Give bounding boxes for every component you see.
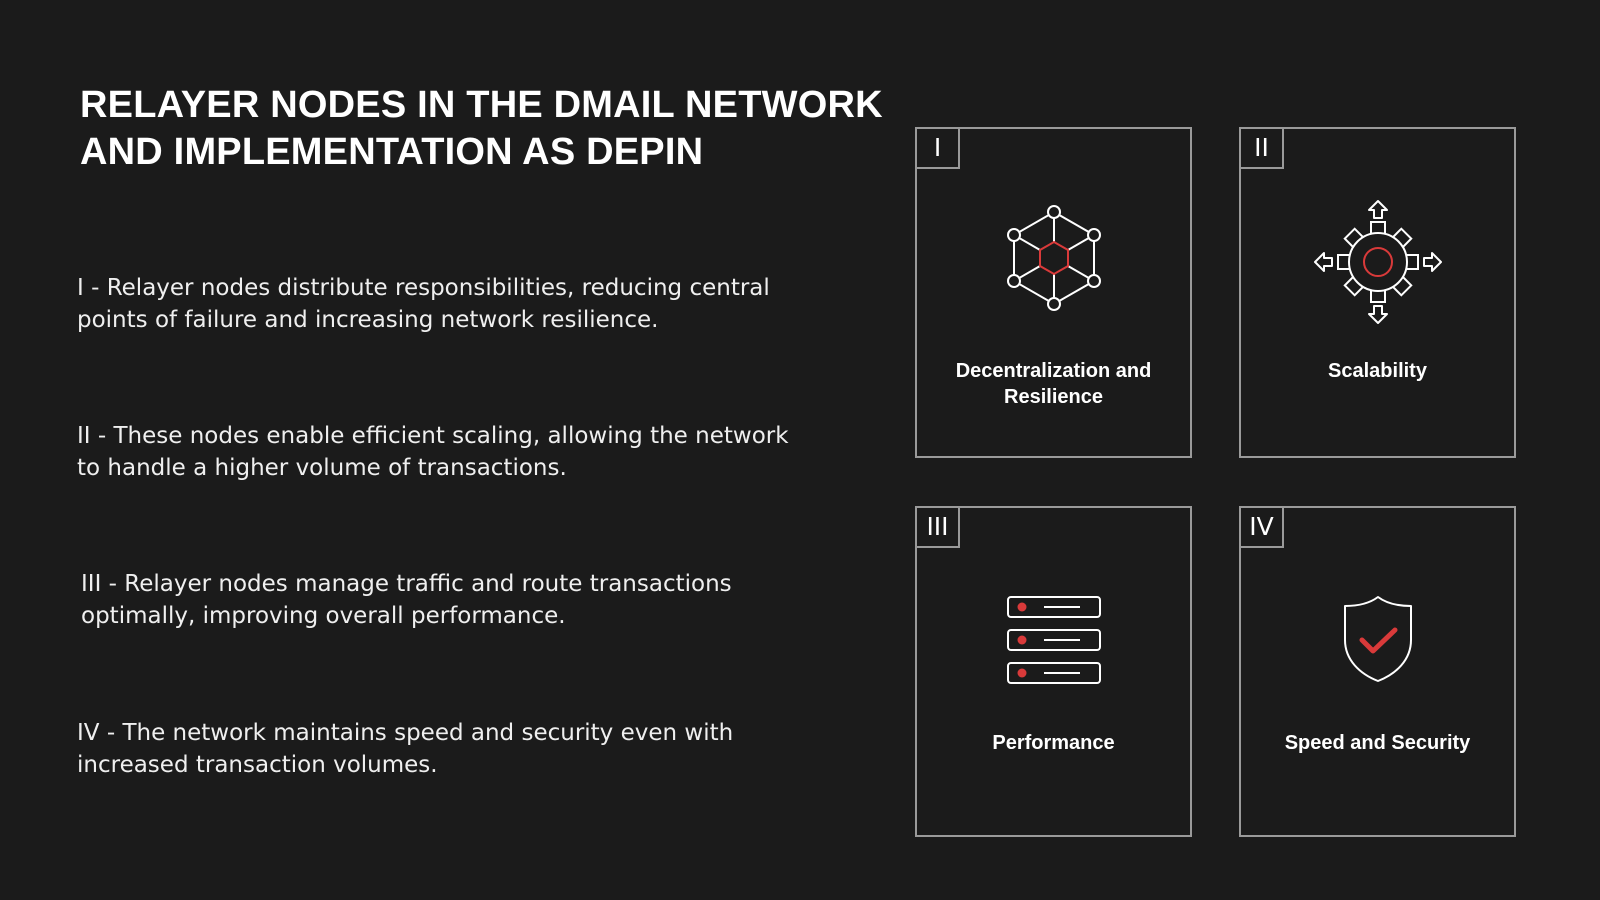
point-3-line-1: III - Relayer nodes manage traffic and r… xyxy=(81,571,732,597)
gear-arrows-icon xyxy=(1241,199,1514,325)
card-label-line-2: Resilience xyxy=(1004,386,1103,408)
point-4-line-2: increased transaction volumes. xyxy=(77,752,438,778)
title-line-2: AND IMPLEMENTATION AS DEPIN xyxy=(80,131,704,173)
server-stack-icon xyxy=(917,594,1190,688)
card-label-line-1: Performance xyxy=(992,732,1115,754)
point-1-line-1: I - Relayer nodes distribute responsibil… xyxy=(77,275,770,301)
point-3-line-2: optimally, improving overall performance… xyxy=(81,603,566,629)
card-numeral: II xyxy=(1239,127,1284,169)
point-2: II - These nodes enable efficient scalin… xyxy=(77,420,797,484)
point-2-line-2: to handle a higher volume of transaction… xyxy=(77,455,567,481)
card-decentralization: I Decentralization and xyxy=(915,127,1192,458)
card-numeral: III xyxy=(915,506,960,548)
card-numeral: I xyxy=(915,127,960,169)
card-label: Scalability xyxy=(1251,358,1504,384)
point-4-line-1: IV - The network maintains speed and sec… xyxy=(77,720,734,746)
page-title: RELAYER NODES IN THE DMAIL NETWORK AND I… xyxy=(80,82,900,176)
card-label-line-1: Speed and Security xyxy=(1284,732,1471,754)
card-numeral: IV xyxy=(1239,506,1284,548)
point-3: III - Relayer nodes manage traffic and r… xyxy=(81,568,801,632)
card-label: Decentralization and Resilience xyxy=(927,358,1180,410)
shield-check-icon xyxy=(1241,594,1514,684)
point-1: I - Relayer nodes distribute responsibil… xyxy=(77,272,797,336)
card-scalability: II xyxy=(1239,127,1516,458)
point-4: IV - The network maintains speed and sec… xyxy=(77,717,797,781)
card-speed-security: IV Speed and Security xyxy=(1239,506,1516,837)
network-hexagon-icon xyxy=(917,205,1190,315)
card-label-line-1: Scalability xyxy=(1328,360,1427,382)
card-label-line-1: Decentralization and xyxy=(955,360,1152,382)
point-1-line-2: points of failure and increasing network… xyxy=(77,307,659,333)
card-label: Speed and Security xyxy=(1251,730,1504,756)
card-performance: III Performance xyxy=(915,506,1192,837)
title-line-1: RELAYER NODES IN THE DMAIL NETWORK xyxy=(80,84,883,126)
card-label: Performance xyxy=(927,730,1180,756)
point-2-line-1: II - These nodes enable efficient scalin… xyxy=(77,423,789,449)
